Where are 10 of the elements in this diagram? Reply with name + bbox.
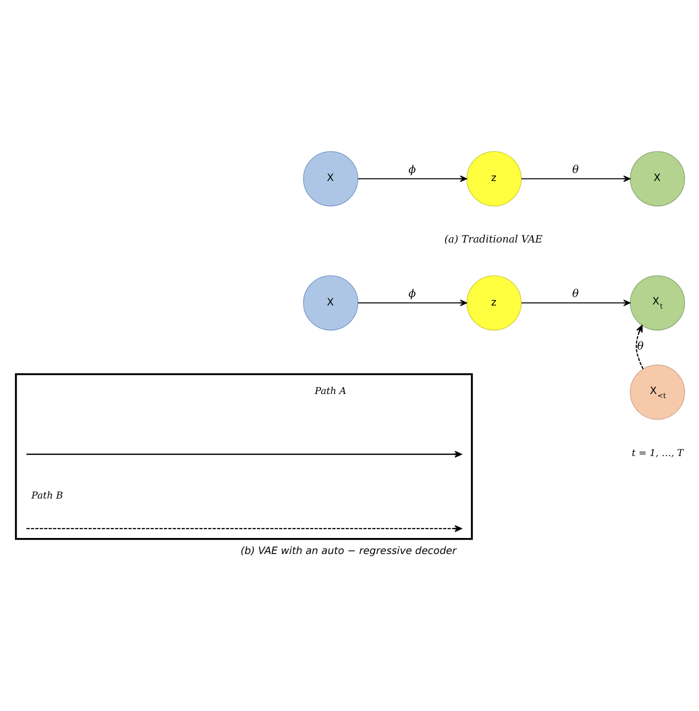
- legend-label: Path A: [314, 385, 346, 396]
- edge-label: θ: [572, 286, 579, 300]
- caption: (b) VAE with an auto − regressive decoder: [240, 546, 456, 557]
- edge-label: θ: [637, 339, 644, 352]
- edge-label: ϕ: [408, 162, 416, 176]
- node-label: t = 1, …, T: [632, 447, 684, 458]
- edge-label: θ: [572, 162, 579, 176]
- legend-label: Path B: [31, 490, 63, 502]
- label: (a) Traditional VAE: [444, 234, 543, 246]
- edge-label: ϕ: [408, 286, 416, 300]
